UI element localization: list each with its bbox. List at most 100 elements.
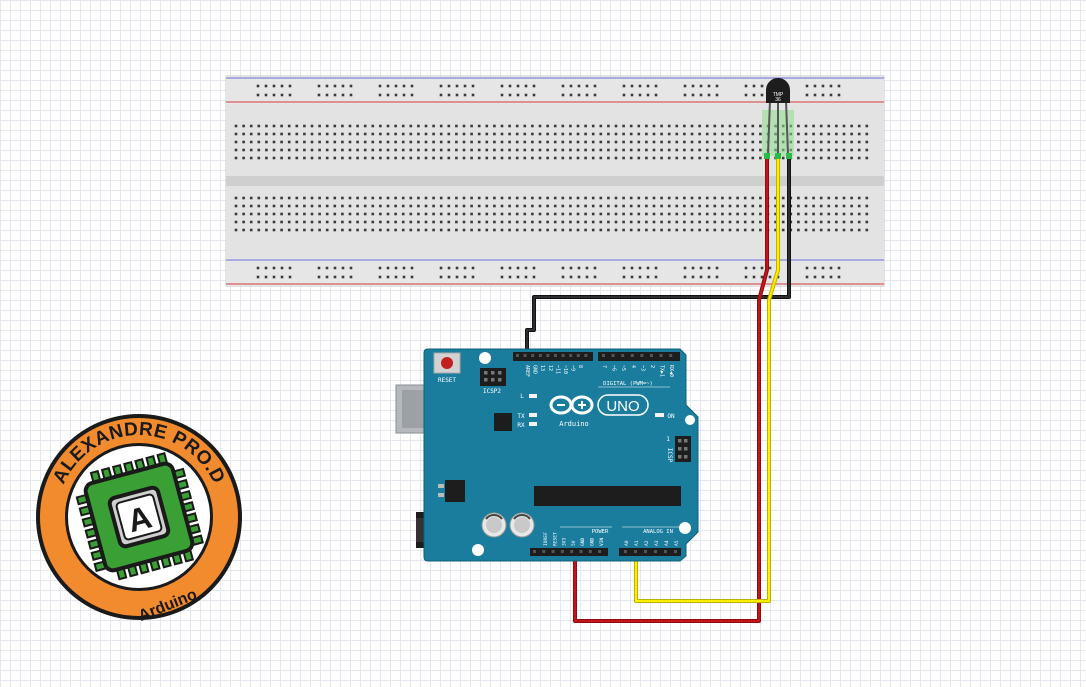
breadboard-hole[interactable] bbox=[249, 220, 253, 224]
breadboard-hole[interactable] bbox=[249, 204, 253, 208]
breadboard-hole[interactable] bbox=[736, 132, 739, 136]
breadboard-hole[interactable] bbox=[325, 124, 329, 128]
rail-hole[interactable] bbox=[463, 93, 467, 97]
breadboard-hole[interactable] bbox=[827, 148, 831, 152]
breadboard-hole[interactable] bbox=[614, 148, 618, 152]
breadboard-hole[interactable] bbox=[363, 124, 367, 128]
breadboard-hole[interactable] bbox=[622, 148, 625, 152]
breadboard-hole[interactable] bbox=[591, 212, 595, 216]
rail-hole[interactable] bbox=[646, 93, 650, 97]
breadboard-hole[interactable] bbox=[295, 124, 299, 128]
rail-hole[interactable] bbox=[752, 84, 756, 88]
breadboard-hole[interactable] bbox=[287, 132, 291, 136]
breadboard-hole[interactable] bbox=[432, 140, 435, 144]
breadboard-hole[interactable] bbox=[379, 212, 382, 216]
rail-hole[interactable] bbox=[630, 84, 634, 88]
breadboard-hole[interactable] bbox=[356, 132, 359, 136]
breadboard-hole[interactable] bbox=[546, 140, 549, 144]
breadboard-hole[interactable] bbox=[743, 228, 747, 232]
breadboard-hole[interactable] bbox=[698, 196, 701, 200]
breadboard-hole[interactable] bbox=[348, 228, 352, 232]
breadboard-hole[interactable] bbox=[842, 228, 846, 232]
breadboard-hole[interactable] bbox=[629, 204, 633, 208]
breadboard-hole[interactable] bbox=[348, 204, 352, 208]
breadboard-hole[interactable] bbox=[591, 148, 595, 152]
breadboard-hole[interactable] bbox=[804, 196, 808, 200]
header-pin[interactable] bbox=[624, 550, 627, 553]
breadboard-hole[interactable] bbox=[379, 124, 382, 128]
rail-hole[interactable] bbox=[707, 266, 711, 270]
breadboard-hole[interactable] bbox=[538, 212, 542, 216]
breadboard-hole[interactable] bbox=[439, 132, 443, 136]
rail-hole[interactable] bbox=[585, 266, 589, 270]
breadboard-hole[interactable] bbox=[500, 156, 504, 160]
breadboard-hole[interactable] bbox=[804, 140, 808, 144]
breadboard-hole[interactable] bbox=[272, 156, 276, 160]
rail-hole[interactable] bbox=[317, 266, 321, 270]
breadboard-hole[interactable] bbox=[698, 220, 701, 224]
rail-hole[interactable] bbox=[280, 84, 284, 88]
breadboard-hole[interactable] bbox=[819, 204, 823, 208]
breadboard-hole[interactable] bbox=[553, 220, 557, 224]
breadboard-hole[interactable] bbox=[698, 132, 701, 136]
rail-hole[interactable] bbox=[630, 93, 634, 97]
rail-hole[interactable] bbox=[272, 84, 276, 88]
breadboard-hole[interactable] bbox=[447, 220, 451, 224]
breadboard-hole[interactable] bbox=[842, 196, 846, 200]
breadboard-hole[interactable] bbox=[804, 124, 808, 128]
breadboard-hole[interactable] bbox=[470, 124, 473, 128]
breadboard-hole[interactable] bbox=[759, 140, 762, 144]
breadboard-hole[interactable] bbox=[477, 228, 481, 232]
breadboard-hole[interactable] bbox=[348, 220, 352, 224]
breadboard-hole[interactable] bbox=[774, 228, 777, 232]
rail-hole[interactable] bbox=[439, 93, 443, 97]
breadboard-hole[interactable] bbox=[728, 212, 732, 216]
breadboard-hole[interactable] bbox=[538, 156, 542, 160]
breadboard-hole[interactable] bbox=[819, 212, 823, 216]
breadboard-hole[interactable] bbox=[675, 196, 679, 200]
breadboard-hole[interactable] bbox=[455, 124, 458, 128]
breadboard-hole[interactable] bbox=[531, 132, 534, 136]
breadboard-hole[interactable] bbox=[599, 156, 603, 160]
breadboard-hole[interactable] bbox=[759, 204, 762, 208]
breadboard-hole[interactable] bbox=[280, 204, 283, 208]
breadboard-hole[interactable] bbox=[728, 196, 732, 200]
breadboard-hole[interactable] bbox=[607, 212, 610, 216]
breadboard-hole[interactable] bbox=[493, 228, 496, 232]
breadboard-hole[interactable] bbox=[675, 212, 679, 216]
breadboard-hole[interactable] bbox=[485, 148, 489, 152]
breadboard-hole[interactable] bbox=[348, 124, 352, 128]
breadboard-hole[interactable] bbox=[774, 212, 777, 216]
breadboard-hole[interactable] bbox=[827, 156, 831, 160]
breadboard-hole[interactable] bbox=[280, 228, 283, 232]
breadboard-hole[interactable] bbox=[804, 204, 808, 208]
breadboard-hole[interactable] bbox=[728, 156, 732, 160]
breadboard-hole[interactable] bbox=[819, 132, 823, 136]
breadboard-hole[interactable] bbox=[857, 124, 861, 128]
breadboard-hole[interactable] bbox=[485, 156, 489, 160]
rail-hole[interactable] bbox=[264, 275, 268, 279]
breadboard-hole[interactable] bbox=[721, 140, 724, 144]
breadboard-hole[interactable] bbox=[379, 196, 382, 200]
breadboard-hole[interactable] bbox=[265, 220, 268, 224]
breadboard-hole[interactable] bbox=[797, 124, 800, 128]
breadboard-hole[interactable] bbox=[287, 196, 291, 200]
breadboard-hole[interactable] bbox=[629, 220, 633, 224]
rail-hole[interactable] bbox=[837, 93, 841, 97]
breadboard-hole[interactable] bbox=[447, 132, 451, 136]
header-pin[interactable] bbox=[674, 550, 677, 553]
breadboard-hole[interactable] bbox=[234, 124, 238, 128]
breadboard-hole[interactable] bbox=[500, 140, 504, 144]
breadboard-hole[interactable] bbox=[257, 212, 261, 216]
rail-hole[interactable] bbox=[325, 93, 329, 97]
breadboard-hole[interactable] bbox=[842, 140, 846, 144]
breadboard-hole[interactable] bbox=[637, 124, 641, 128]
breadboard-hole[interactable] bbox=[485, 212, 489, 216]
breadboard-hole[interactable] bbox=[683, 132, 686, 136]
breadboard-hole[interactable] bbox=[477, 148, 481, 152]
breadboard-hole[interactable] bbox=[394, 156, 397, 160]
breadboard-hole[interactable] bbox=[455, 132, 458, 136]
breadboard-hole[interactable] bbox=[280, 156, 283, 160]
breadboard-hole[interactable] bbox=[683, 124, 686, 128]
breadboard-hole[interactable] bbox=[751, 212, 755, 216]
